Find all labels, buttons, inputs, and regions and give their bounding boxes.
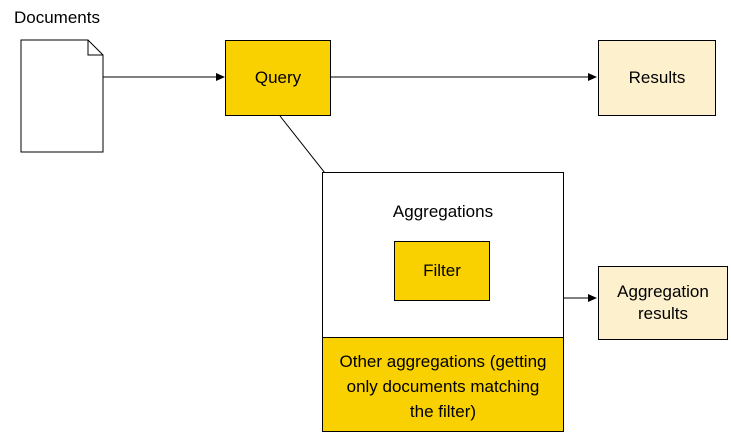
aggregation-results-label: Aggregation results <box>617 282 709 323</box>
documents-label: Documents <box>14 8 100 27</box>
other-aggregations-box: Other aggregations (getting only documen… <box>322 337 564 432</box>
results-label: Results <box>628 68 686 87</box>
other-aggregations-label: Other aggregations (getting only documen… <box>339 352 547 421</box>
query-box: Query <box>225 40 331 116</box>
query-label: Query <box>254 68 302 87</box>
results-box: Results <box>598 40 716 116</box>
aggregation-results-box: Aggregation results <box>598 266 728 340</box>
filter-box: Filter <box>394 241 490 301</box>
filter-label: Filter <box>423 261 461 280</box>
aggregations-label: Aggregations <box>392 202 494 221</box>
